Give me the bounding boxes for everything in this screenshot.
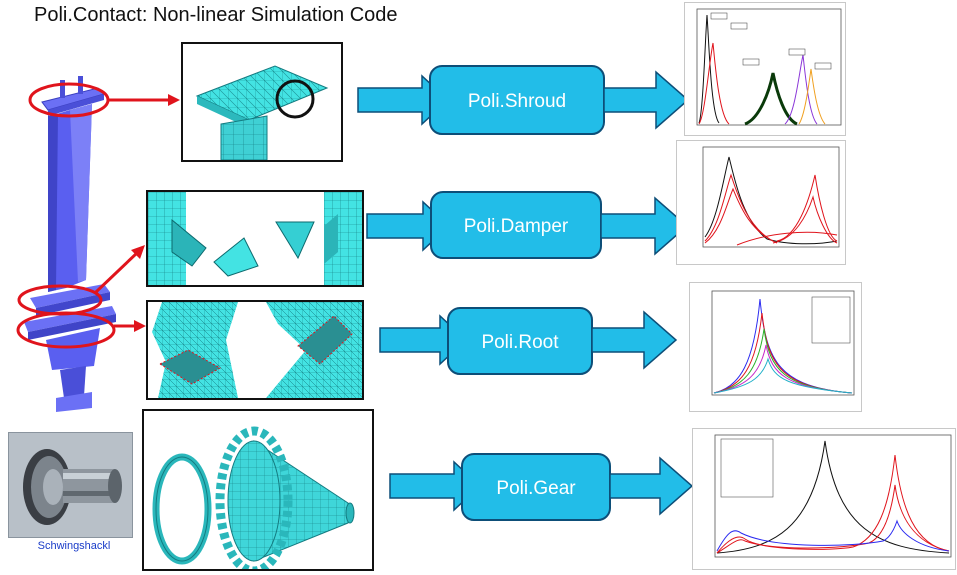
arrow-right-icon bbox=[609, 456, 694, 516]
flow-row-root: Poli.Root bbox=[378, 304, 698, 380]
root-mesh-panel bbox=[146, 300, 364, 400]
flow-row-gear: Poli.Gear bbox=[388, 450, 708, 526]
shroud-highlight-ellipse bbox=[28, 82, 110, 118]
damper-highlight-ellipse bbox=[17, 284, 103, 316]
root-response-plot bbox=[689, 282, 862, 412]
root-highlight-ellipse bbox=[16, 311, 116, 349]
damper-response-plot bbox=[676, 140, 846, 265]
gear-mesh-panel bbox=[142, 409, 374, 571]
gear-response-plot bbox=[692, 428, 956, 570]
arrow-right-icon bbox=[603, 70, 690, 130]
shroud-mesh-panel bbox=[181, 42, 343, 162]
damper-mesh-panel bbox=[146, 190, 364, 287]
module-label: Poli.Root bbox=[481, 332, 559, 353]
module-label: Poli.Gear bbox=[496, 478, 576, 499]
arrow-right-icon bbox=[591, 310, 678, 370]
flow-row-damper: Poli.Damper bbox=[365, 190, 695, 266]
arrow-right-icon bbox=[600, 196, 689, 256]
arrow-head-icon bbox=[134, 320, 146, 332]
flow-row-shroud: Poli.Shroud bbox=[356, 64, 696, 140]
module-label: Poli.Shroud bbox=[468, 91, 566, 112]
arrow-head-icon bbox=[168, 94, 180, 106]
page-title: Poli.Contact: Non-linear Simulation Code bbox=[34, 4, 398, 26]
gear-photo bbox=[8, 432, 133, 538]
shroud-response-plot bbox=[684, 2, 846, 136]
photo-caption: Schwingshackl bbox=[37, 540, 111, 552]
module-label: Poli.Damper bbox=[464, 216, 569, 237]
highlight-overlay bbox=[0, 0, 190, 375]
contact-zone-circle bbox=[275, 79, 315, 119]
arrow-head-icon bbox=[131, 245, 145, 259]
